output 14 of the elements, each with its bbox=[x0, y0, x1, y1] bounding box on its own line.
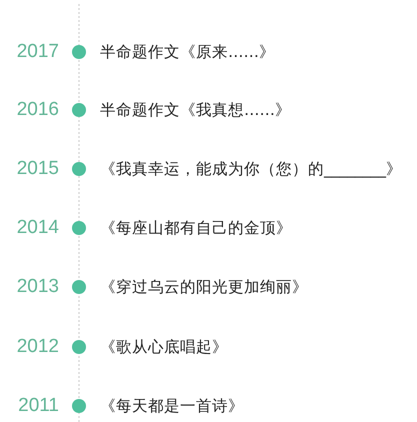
year-label: 2015 bbox=[16, 158, 59, 180]
essay-title: 半命题作文《我真想……》 bbox=[100, 100, 291, 120]
essay-title: 半命题作文《原来……》 bbox=[100, 42, 275, 62]
year-label: 2014 bbox=[16, 217, 59, 239]
year-label: 2011 bbox=[18, 395, 59, 417]
year-label: 2016 bbox=[16, 99, 59, 121]
essay-title: 《歌从心底唱起》 bbox=[100, 337, 228, 357]
essay-title: 《每座山都有自己的金顶》 bbox=[100, 218, 292, 238]
essay-title: 《我真幸运，能成为你（您）的________》 bbox=[100, 159, 402, 179]
year-label: 2012 bbox=[16, 336, 59, 358]
essay-title: 《每天都是一首诗》 bbox=[100, 396, 244, 416]
essay-title: 《穿过乌云的阳光更加绚丽》 bbox=[100, 277, 308, 297]
year-label: 2017 bbox=[16, 41, 59, 63]
year-label: 2013 bbox=[16, 276, 59, 298]
